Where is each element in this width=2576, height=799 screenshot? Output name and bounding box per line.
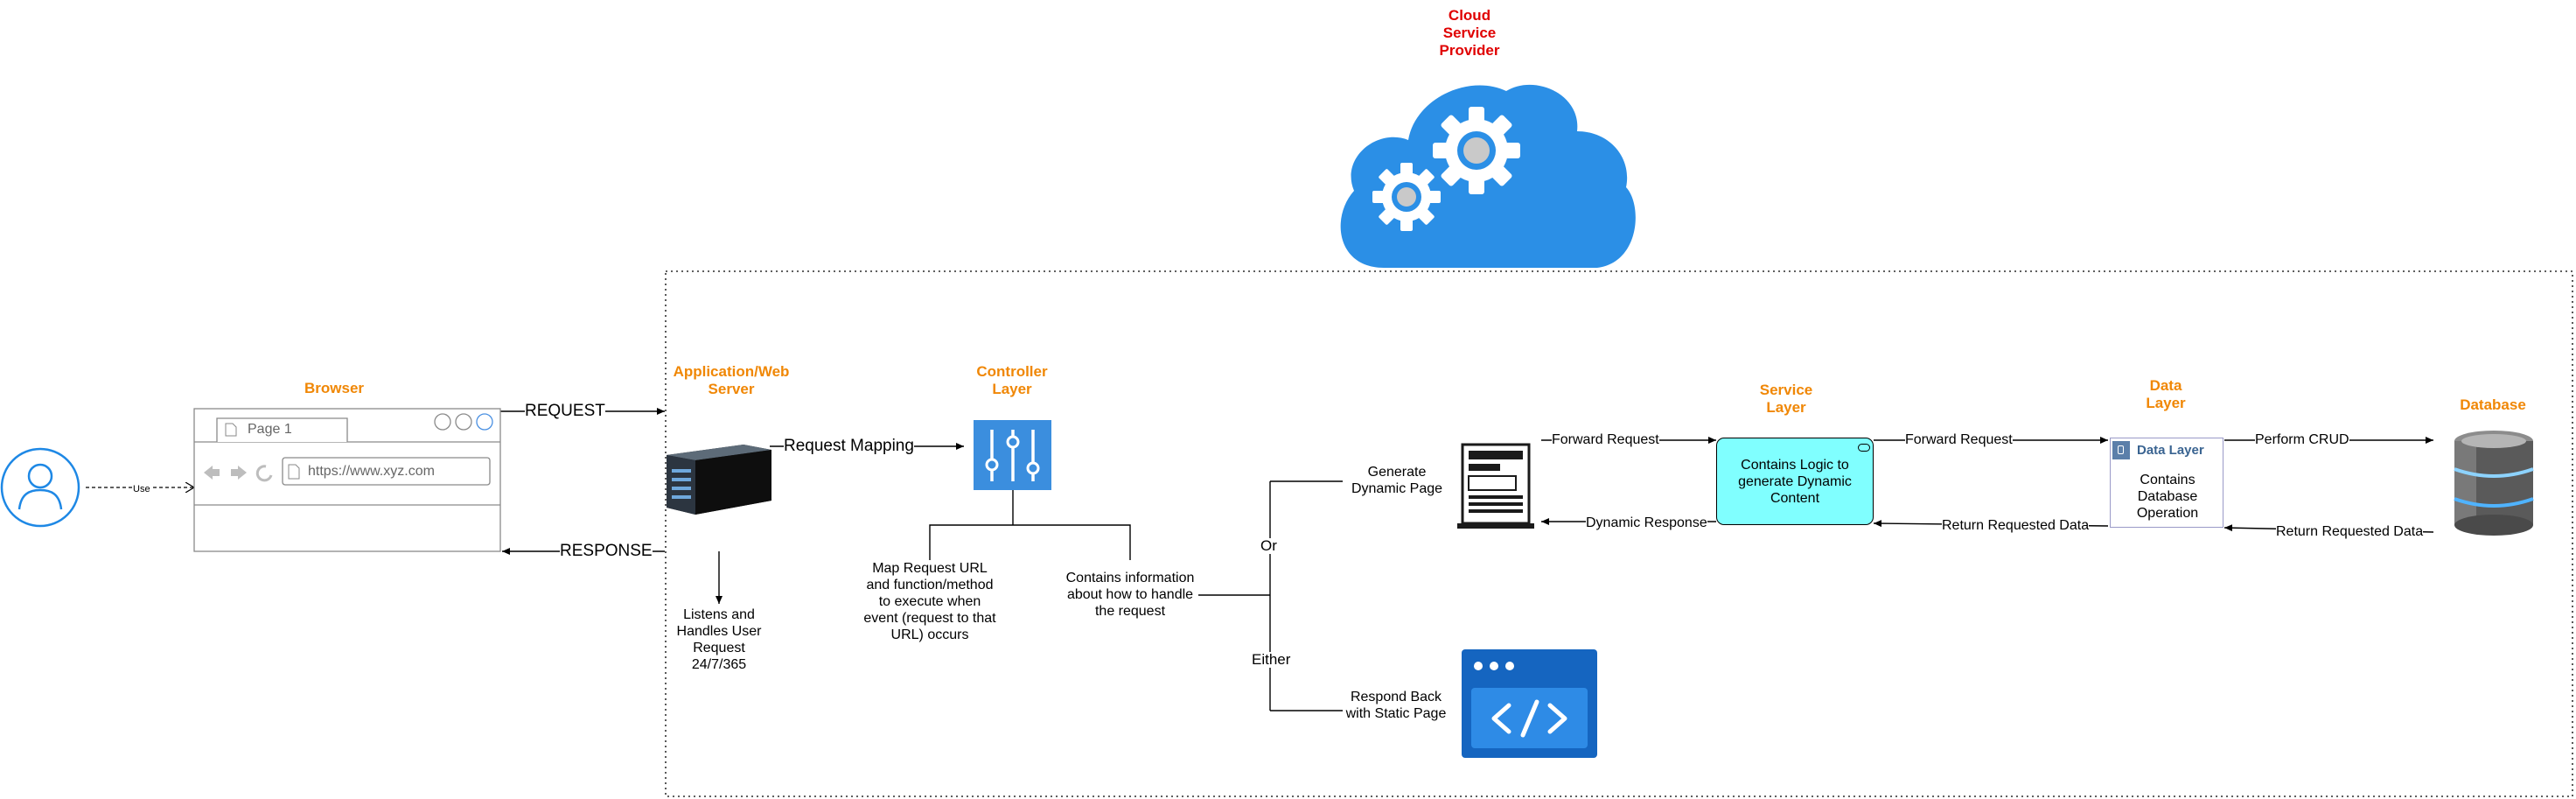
dynamic-page-label: Generate Dynamic Page (1351, 465, 1443, 496)
web-page-icon (1457, 443, 1534, 529)
server-icon (667, 445, 771, 515)
request-label: REQUEST (525, 402, 605, 421)
data-layer-title: Data Layer (2146, 377, 2186, 411)
code-window-icon (1462, 649, 1597, 758)
controller-title: Controller Layer (976, 363, 1048, 397)
browser-window (193, 408, 501, 552)
cloud-boundary (665, 270, 2573, 797)
perform-crud-label: Perform CRUD (2255, 432, 2349, 448)
lock-icon (2112, 441, 2130, 459)
request-mapping-label: Request Mapping (784, 437, 914, 456)
cloud-gears-icon (1340, 84, 1636, 268)
or-label: Or (1260, 537, 1277, 554)
data-layer-body: Contains Database Operation (2136, 473, 2199, 521)
browser-tab-label: Page 1 (248, 422, 292, 437)
data-layer-box: Data Layer Contains Database Operation (2110, 438, 2223, 528)
forward-request-1-label: Forward Request (1552, 432, 1659, 448)
app-server-title: Application/Web Server (673, 363, 790, 397)
database-title: Database (2460, 396, 2526, 413)
branch-edges (1198, 480, 1343, 711)
app-server-note: Listens and Handles User Request 24/7/36… (676, 607, 762, 672)
browser-title: Browser (304, 380, 365, 396)
controller-bracket (929, 490, 1131, 560)
either-label: Either (1252, 651, 1291, 668)
browser-url-field[interactable]: https://www.xyz.com (308, 464, 435, 479)
controller-note-info: Contains information about how to handle… (1065, 571, 1195, 619)
service-title: Service Layer (1759, 382, 1813, 416)
forward-request-2-label: Forward Request (1905, 432, 2013, 448)
dynamic-response-label: Dynamic Response (1586, 515, 1707, 531)
database-icon (2454, 431, 2534, 536)
return-data-2-label: Return Requested Data (2276, 524, 2424, 540)
cloud-title: Cloud Service Provider (1439, 7, 1500, 59)
service-box: Contains Logic to generate Dynamic Conte… (1716, 438, 1874, 525)
static-page-label: Respond Back with Static Page (1345, 690, 1447, 721)
controller-note-map: Map Request URL and function/method to e… (863, 561, 996, 642)
service-box-text: Contains Logic to generate Dynamic Conte… (1738, 457, 1852, 506)
data-layer-header: Data Layer (2137, 443, 2204, 458)
return-data-1-label: Return Requested Data (1942, 518, 2090, 534)
user-icon (0, 447, 80, 528)
service-box-badge (1858, 444, 1870, 452)
sliders-icon (974, 420, 1051, 490)
response-label: RESPONSE (560, 542, 653, 561)
use-label: Use (133, 484, 150, 494)
